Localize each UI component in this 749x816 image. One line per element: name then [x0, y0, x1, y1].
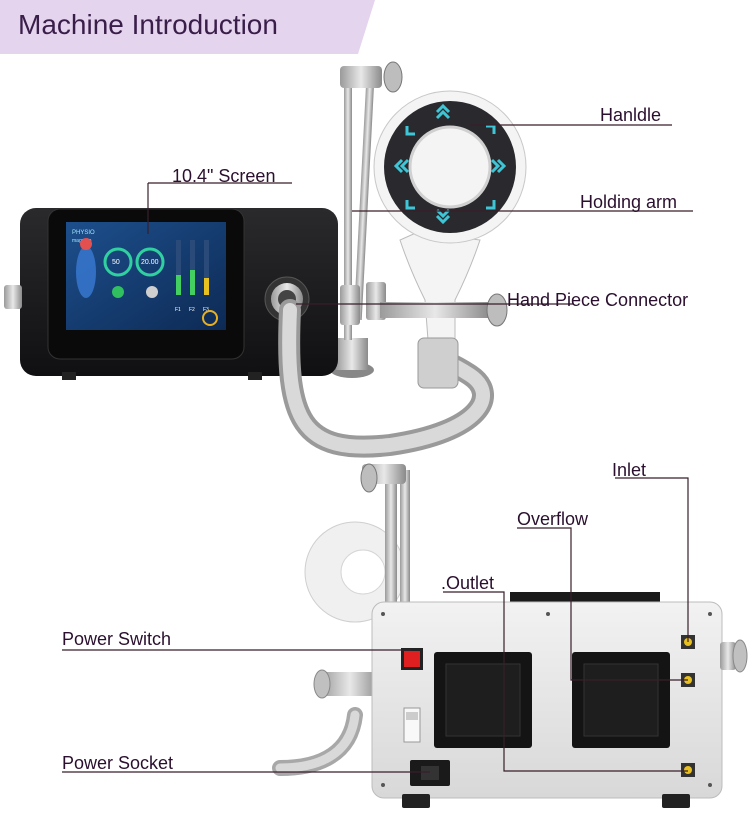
leader-lines	[62, 124, 693, 773]
label-outlet: .Outlet	[441, 573, 495, 593]
screen-value-1: 50	[112, 259, 120, 266]
label-hand-piece-connector: Hand Piece Connector	[507, 290, 689, 310]
label-power-switch: Power Switch	[62, 629, 172, 649]
label-holding-arm: Holding arm	[580, 192, 678, 212]
screen-channel-f2: F2	[189, 307, 195, 313]
screen-brand: PHYSIO	[72, 230, 95, 236]
screen-channel-f3: F3	[203, 307, 209, 313]
page-title: Machine Introduction	[18, 9, 278, 40]
label-power-socket: Power Socket	[62, 753, 174, 773]
screen-value-2: 20.00	[141, 259, 159, 266]
title-banner	[0, 0, 375, 54]
front-view: PHYSIO magneto 50 20.00 F1 F2 F3	[4, 61, 527, 458]
chevron-icons	[393, 103, 507, 225]
screen-channel-f1: F1	[175, 307, 181, 313]
label-inlet: Inlet	[612, 460, 647, 480]
label-screen: 10.4" Screen	[172, 166, 276, 186]
label-overflow: Overflow	[517, 509, 589, 529]
label-handle: Hanldle	[600, 105, 662, 125]
rear-view	[272, 463, 748, 808]
